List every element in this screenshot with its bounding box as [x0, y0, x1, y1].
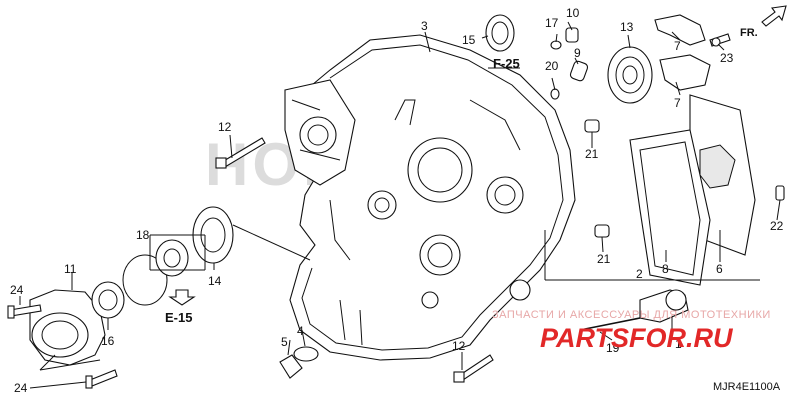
part-number-12-upper: 12	[218, 120, 232, 134]
part-number-6: 6	[716, 262, 723, 276]
housing-11	[29, 289, 106, 366]
watermark-brand: PARTSFOR.RU	[540, 323, 734, 353]
part-number-22: 22	[770, 219, 784, 233]
front-direction-label: FR.	[740, 27, 758, 39]
reference-e15: E-15	[165, 310, 192, 325]
part-number-13: 13	[620, 20, 634, 34]
part-number-10: 10	[566, 6, 580, 20]
part-number-5: 5	[281, 335, 288, 349]
bolt-22	[775, 185, 785, 201]
o-ring-e15	[122, 254, 168, 306]
sensor-1	[639, 289, 689, 323]
gear-18	[155, 239, 189, 277]
part-number-labels: 1 2 3 4 5 6 7 7 8 9 10 11 12 12 13 14 15…	[10, 6, 784, 395]
bolt-12-upper	[215, 137, 266, 169]
transmission-case-illustration	[284, 34, 576, 361]
washer-17	[550, 40, 562, 50]
part-number-24-lower: 24	[14, 381, 28, 395]
part-number-11: 11	[64, 262, 77, 276]
bolt-12-lower	[453, 354, 494, 383]
o-ring-20	[550, 88, 560, 100]
part-number-3: 3	[421, 19, 428, 33]
bearing-16	[91, 281, 125, 319]
front-direction-arrow-icon	[761, 5, 787, 27]
bearing-15	[485, 14, 515, 52]
part-number-19: 19	[606, 341, 620, 355]
part-number-23: 23	[720, 51, 734, 65]
part-number-15: 15	[462, 33, 476, 47]
reference-f25: F-25	[493, 56, 520, 71]
part-number-7-upper: 7	[674, 39, 681, 53]
pin-9	[569, 60, 589, 82]
bracket-7	[654, 14, 711, 91]
e15-arrow-icon	[168, 289, 196, 306]
part-number-21-upper: 21	[585, 147, 599, 161]
dowel-pin-21-upper	[584, 119, 600, 133]
part-number-1: 1	[675, 337, 682, 351]
leader-lines	[19, 21, 781, 389]
part-number-16: 16	[101, 334, 115, 348]
bolt-5	[279, 354, 303, 379]
bearing-13	[607, 46, 653, 104]
part-number-20: 20	[545, 59, 559, 73]
part-number-9: 9	[574, 46, 581, 60]
gasket-8	[629, 129, 711, 286]
bolt-23	[709, 33, 731, 47]
bolt-24-lower	[85, 369, 118, 389]
diagram-code: MJR4E1100A	[713, 381, 781, 393]
cap-4	[293, 346, 319, 362]
part-number-24-upper: 24	[10, 283, 24, 297]
part-number-14: 14	[208, 274, 222, 288]
part-number-12-lower: 12	[452, 339, 466, 353]
part-number-21-lower: 21	[597, 252, 611, 266]
watermark-caption: ЗАПЧАСТИ И АКСЕССУАРЫ ДЛЯ МОТОТЕХНИКИ	[492, 309, 771, 321]
part-number-18: 18	[136, 228, 150, 242]
gasket-19	[579, 317, 641, 331]
part-number-7-lower: 7	[674, 96, 681, 110]
part-number-2: 2	[636, 267, 643, 281]
part-number-4: 4	[297, 324, 304, 338]
dowel-pin-21-lower	[594, 224, 610, 238]
part-number-17: 17	[545, 16, 559, 30]
part-number-8: 8	[662, 262, 669, 276]
bolt-24-upper	[7, 304, 42, 319]
dowel-pin-10	[565, 27, 579, 43]
